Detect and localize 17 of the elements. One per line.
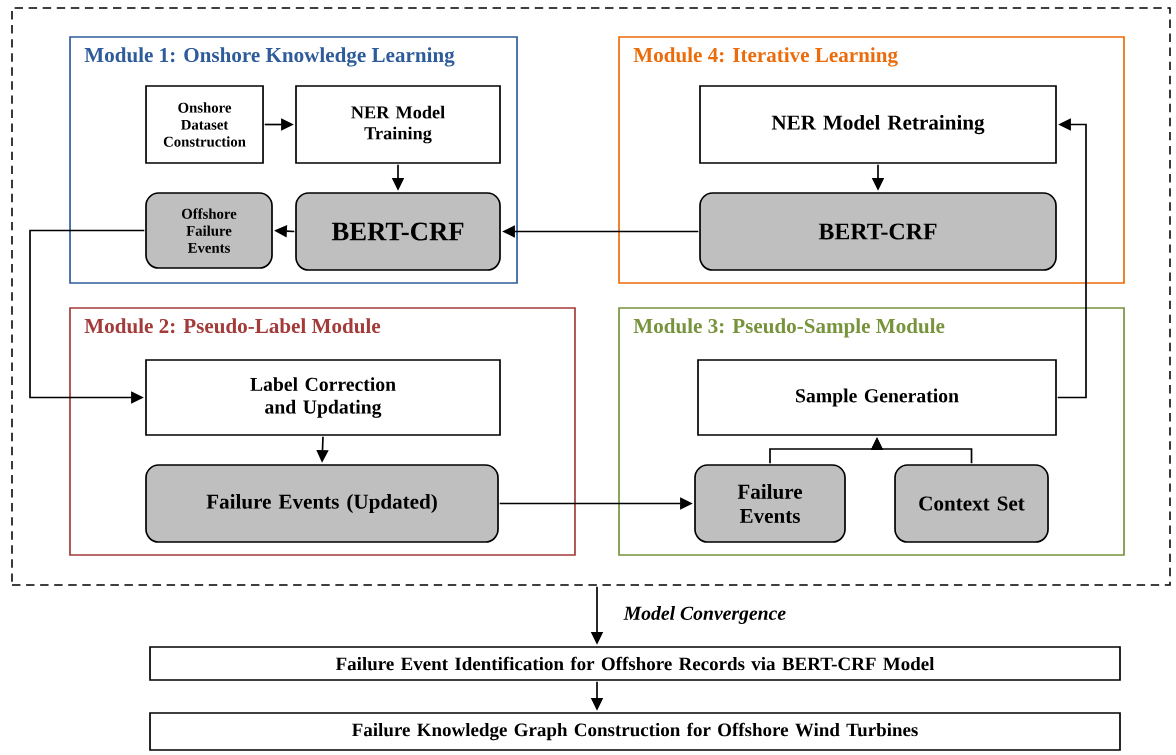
model-box: BERT-CRF	[295, 192, 501, 271]
process-box: Sample Generation	[697, 359, 1057, 436]
process-box: Failure Event Identification for Offshore Records via BERT-CRF Model	[149, 646, 1121, 681]
process-box: Failure Knowledge Graph Construction for Offshore Wind Turbines	[149, 712, 1121, 751]
data-box: Failure Events (Updated)	[145, 464, 499, 543]
arrow	[1056, 118, 1087, 399]
process-box: Label Correction and Updating	[145, 359, 501, 436]
data-box: Offshore Failure Events	[145, 192, 273, 269]
arrow	[29, 229, 146, 404]
model-box: BERT-CRF	[699, 192, 1057, 271]
process-box: NER Model Training	[295, 85, 501, 164]
process-box: Onshore Dataset Construction	[145, 85, 264, 164]
data-box: Failure Events	[694, 464, 846, 543]
edge-label: Model Convergence	[622, 604, 788, 626]
dashed-frame	[11, 7, 1171, 586]
data-box: Context Set	[894, 464, 1049, 543]
process-box: NER Model Retraining	[699, 85, 1057, 164]
